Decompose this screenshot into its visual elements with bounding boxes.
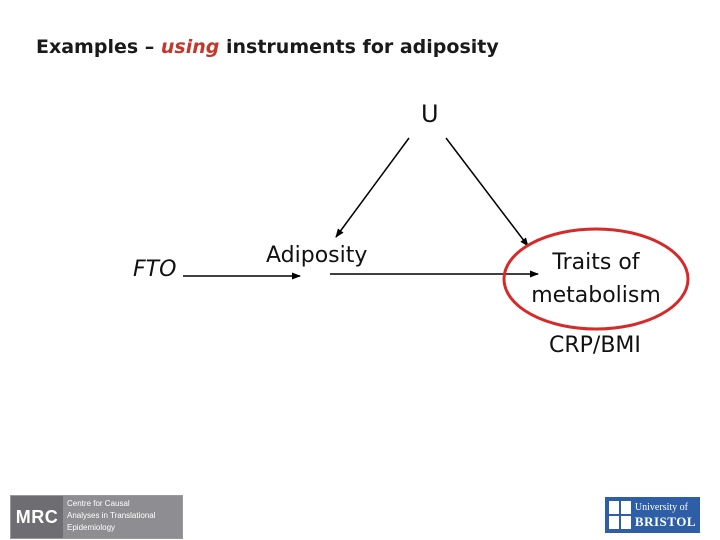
- mrc-line3: Epidemiology: [67, 523, 116, 532]
- mrc-text: Centre for Causal Analyses in Translatio…: [63, 496, 182, 538]
- mrc-line2: Analyses in Translational: [67, 511, 156, 520]
- bristol-logo: University of BRISTOL: [605, 497, 700, 533]
- node-traits-line2: metabolism: [531, 283, 661, 308]
- node-fto: FTO: [133, 257, 177, 282]
- node-adiposity: Adiposity: [266, 243, 368, 268]
- highlight-ellipse: [502, 227, 690, 331]
- node-crp-bmi: CRP/BMI: [549, 333, 641, 358]
- bristol-line1: University of: [634, 502, 688, 513]
- mrc-line1: Centre for Causal: [67, 499, 130, 508]
- node-traits-of-metabolism: Traits of metabolism: [520, 246, 672, 312]
- node-traits-line1: Traits of: [552, 250, 640, 275]
- bristol-line2: BRISTOL: [634, 514, 696, 529]
- arrow-u-to-traits: [445, 137, 529, 247]
- node-u: U: [421, 100, 439, 128]
- title-part2: instruments for adiposity: [219, 36, 499, 58]
- arrow-u-to-adiposity: [335, 137, 410, 238]
- title-part1: Examples –: [36, 36, 161, 58]
- title-emphasis: using: [160, 36, 220, 58]
- bristol-text: University of BRISTOL: [635, 501, 696, 529]
- bristol-crest-icon: [609, 501, 631, 529]
- mrc-logo: MRC Centre for Causal Analyses in Transl…: [10, 495, 183, 539]
- mrc-mark: MRC: [11, 496, 63, 538]
- slide-title: Examples – using instruments for adiposi…: [36, 36, 499, 58]
